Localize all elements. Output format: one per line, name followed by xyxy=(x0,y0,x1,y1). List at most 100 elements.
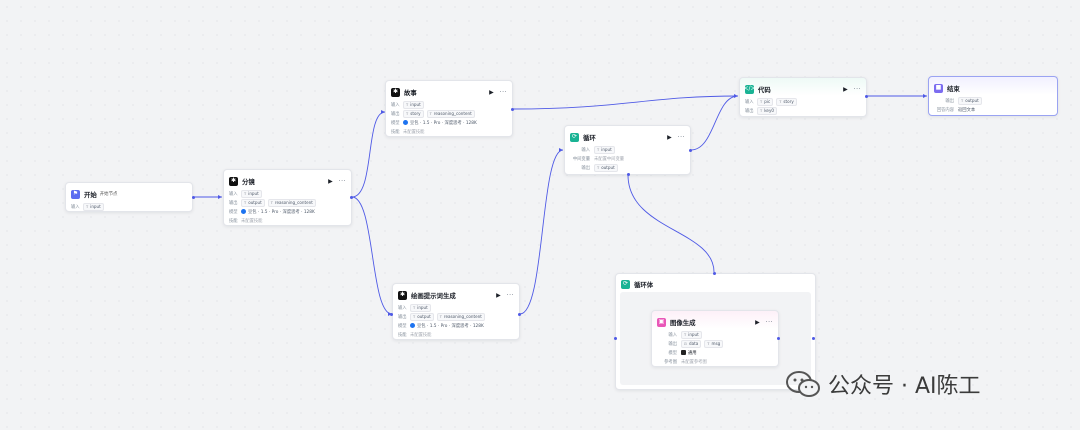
node-subtitle: 开始节点 xyxy=(99,192,118,197)
port-prompt-in[interactable] xyxy=(390,313,393,316)
port-loopbody-in[interactable] xyxy=(713,272,716,275)
run-button[interactable]: ▶ xyxy=(489,88,494,96)
node-header: ✱ 故事 ▶ ··· xyxy=(386,84,512,100)
port-loopbody-right[interactable] xyxy=(812,337,815,340)
group-title: 循环体 xyxy=(634,280,654,289)
input-label: 输入 xyxy=(71,204,80,210)
flag-icon: ⚑ xyxy=(71,189,80,199)
node-header: </> 代码 ▶ ··· xyxy=(740,81,866,97)
model-row: 模型 豆包 · 1.5 · Pro · 深度思考 · 128K xyxy=(393,321,519,330)
model-row: 模型 通用 xyxy=(652,348,778,357)
input-label: 输入 xyxy=(745,99,754,105)
node-title: 故事 xyxy=(404,88,417,97)
run-button[interactable]: ▶ xyxy=(843,85,848,93)
port-prompt-out[interactable] xyxy=(518,313,521,316)
answer-label: 回答内容 xyxy=(936,107,954,113)
output-label: 输出 xyxy=(745,108,754,114)
model-icon xyxy=(681,350,686,355)
run-button[interactable]: ▶ xyxy=(667,133,672,141)
skill-value: 未配置技能 xyxy=(410,332,432,338)
variable-value: 未配置中间变量 xyxy=(594,156,625,162)
model-icon xyxy=(241,209,246,214)
model-value: 豆包 · 1.5 · Pro · 深度思考 · 128K xyxy=(410,120,477,126)
skill-label: 技能 xyxy=(391,129,400,135)
port-image-out[interactable] xyxy=(777,337,780,340)
model-label: 模型 xyxy=(391,120,400,126)
output-label: 输出 xyxy=(945,98,954,104)
output-label: 输出 xyxy=(229,200,238,206)
more-button[interactable]: ··· xyxy=(506,291,514,299)
answer-row: 回答内容 返回文本 xyxy=(929,105,1057,114)
wechat-icon xyxy=(786,371,820,397)
node-header: ⚑ 开始 开始节点 xyxy=(66,186,192,202)
port-classify-out[interactable] xyxy=(350,196,353,199)
output-label: 输出 xyxy=(668,341,677,347)
port-story-out[interactable] xyxy=(511,108,514,111)
more-button[interactable]: ··· xyxy=(677,133,685,141)
node-title: 绘画提示词生成 xyxy=(411,291,456,300)
more-button[interactable]: ··· xyxy=(853,85,861,93)
input-label: 输入 xyxy=(391,102,400,108)
group-header: ⟳ 循环体 xyxy=(616,276,815,292)
more-button[interactable]: ··· xyxy=(765,318,773,326)
model-label: 模型 xyxy=(398,323,407,329)
run-button[interactable]: ▶ xyxy=(328,177,333,185)
model-value: 豆包 · 1.5 · Pro · 深度思考 · 128K xyxy=(248,209,315,215)
node-header: ✱ 分镜 ▶ ··· xyxy=(224,173,351,189)
port-loop-body[interactable] xyxy=(627,173,630,176)
variable-label: 中间变量 xyxy=(572,156,590,162)
more-button[interactable]: ··· xyxy=(338,177,346,185)
port-loopbody-left[interactable] xyxy=(614,337,617,340)
input-label: 输入 xyxy=(229,191,238,197)
node-title: 代码 xyxy=(758,85,771,94)
image-icon: ▣ xyxy=(657,317,666,327)
more-button[interactable]: ··· xyxy=(499,88,507,96)
skill-label: 技能 xyxy=(229,218,238,224)
llm-icon: ✱ xyxy=(229,176,238,186)
port-code-out[interactable] xyxy=(865,95,868,98)
reference-row: 参考图 未配置参考图 xyxy=(652,357,778,366)
node-header: ■ 结束 xyxy=(929,80,1057,96)
skill-row: 技能 未配置技能 xyxy=(386,127,512,136)
run-button[interactable]: ▶ xyxy=(755,318,760,326)
input-label: 输入 xyxy=(581,147,590,153)
port-loop-out[interactable] xyxy=(689,149,692,152)
model-row: 模型 豆包 · 1.5 · Pro · 深度思考 · 128K xyxy=(224,207,351,216)
port-start-out[interactable] xyxy=(192,196,195,199)
node-title: 分镜 xyxy=(242,177,255,186)
run-button[interactable]: ▶ xyxy=(496,291,501,299)
output-label: 输出 xyxy=(398,314,407,320)
model-label: 模型 xyxy=(229,209,238,215)
